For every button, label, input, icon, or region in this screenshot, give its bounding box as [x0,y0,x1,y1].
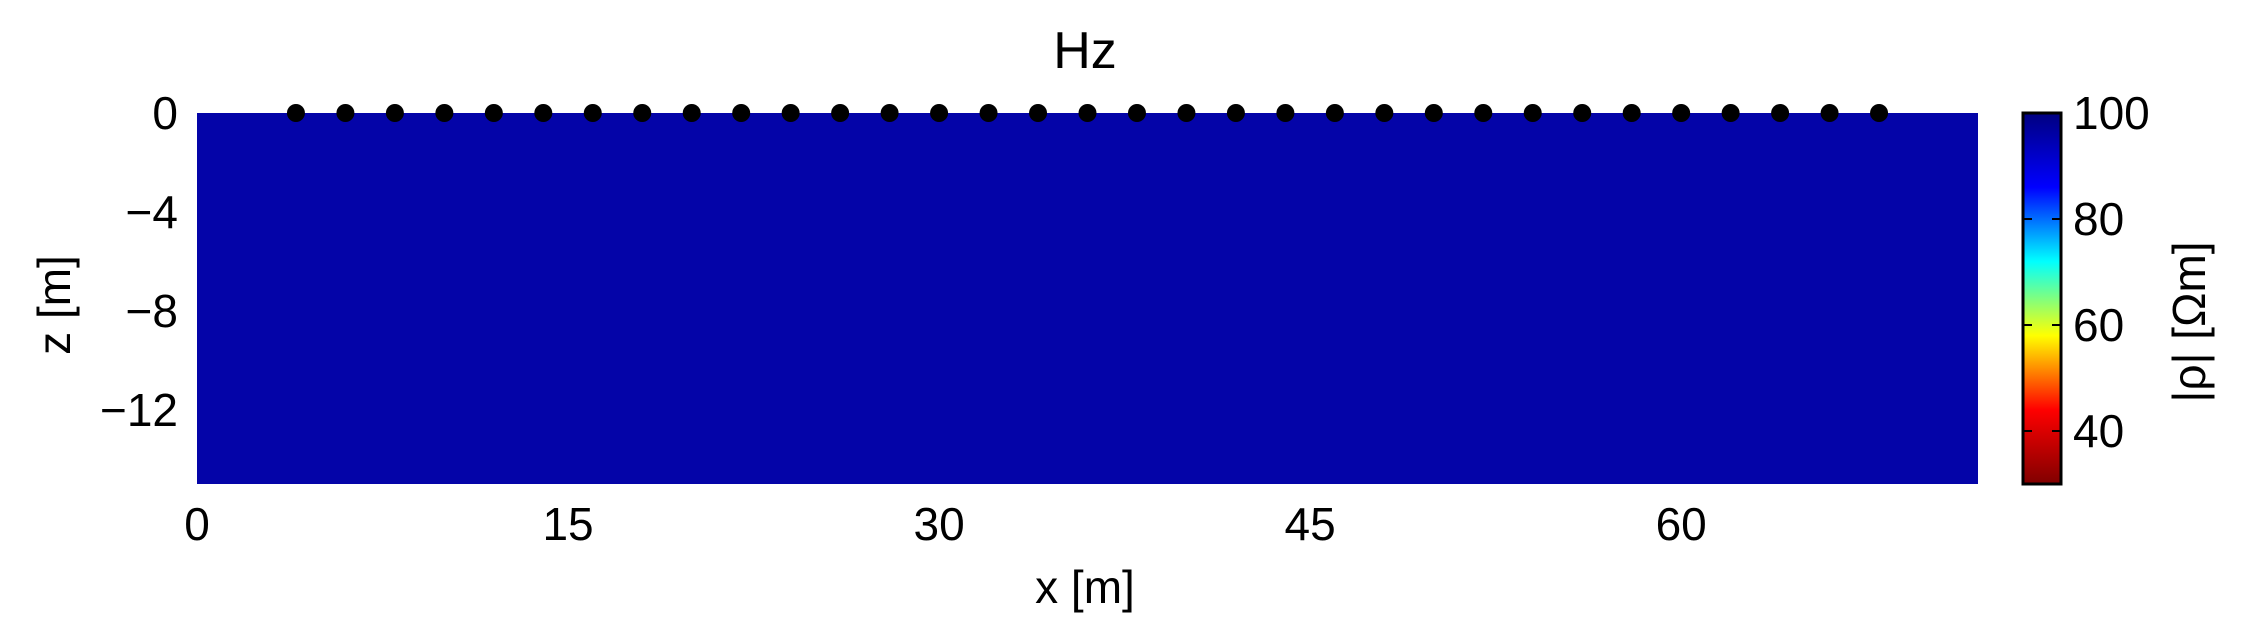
x-tick-label: 0 [184,498,210,550]
station-marker [1474,104,1493,122]
station-marker [633,104,652,122]
station-marker [1523,104,1542,122]
station-marker [732,104,751,122]
colorbar-tick-label: 40 [2073,405,2124,457]
x-tick-label: 60 [1656,498,1707,550]
station-marker [682,104,701,122]
colorbar-label: |ρ| [Ωm] [2163,241,2215,402]
station-marker [1820,104,1839,122]
x-tick-label: 15 [542,498,593,550]
station-marker [534,104,553,122]
station-marker [1078,104,1097,122]
station-marker [1573,104,1592,122]
station-marker [385,104,404,122]
station-marker [336,104,355,122]
station-marker [831,104,850,122]
station-marker [583,104,602,122]
colorbar-gradient [2021,111,2063,486]
station-marker [1177,104,1196,122]
station-marker [1029,104,1048,122]
colorbar-tick-label: 60 [2073,299,2124,351]
resistivity-field [197,113,1978,484]
colorbar-ticks: 40 60 80 100 [2023,87,2150,457]
station-marker [880,104,899,122]
station-marker [1721,104,1740,122]
station-marker [930,104,949,122]
y-axis-label: z [m] [28,255,80,355]
station-marker [1325,104,1344,122]
station-marker [484,104,503,122]
station-markers [286,104,1889,122]
station-marker [1870,104,1889,122]
station-marker [1375,104,1394,122]
y-tick-label: −8 [126,285,178,337]
station-marker [286,104,305,122]
station-marker [435,104,454,122]
station-marker [1771,104,1790,122]
x-tick-label: 30 [913,498,964,550]
colorbar: 40 60 80 100 |ρ| [Ωm] [2021,87,2215,486]
x-axis: 0 15 30 45 60 [184,498,1707,550]
station-marker [979,104,998,122]
y-tick-label: −12 [100,384,178,436]
station-marker [1226,104,1245,122]
colorbar-tick-label: 80 [2073,193,2124,245]
station-marker [781,104,800,122]
station-marker [1127,104,1146,122]
y-axis: 0 −4 −8 −12 [100,87,178,436]
station-marker [1622,104,1641,122]
station-marker [1276,104,1295,122]
station-marker [1424,104,1443,122]
y-tick-label: 0 [152,87,178,139]
station-marker [1672,104,1691,122]
y-tick-label: −4 [126,186,178,238]
chart-title: Hz [1053,22,1117,80]
x-axis-label: x [m] [1035,561,1135,613]
x-tick-label: 45 [1285,498,1336,550]
colorbar-tick-label: 100 [2073,87,2150,139]
